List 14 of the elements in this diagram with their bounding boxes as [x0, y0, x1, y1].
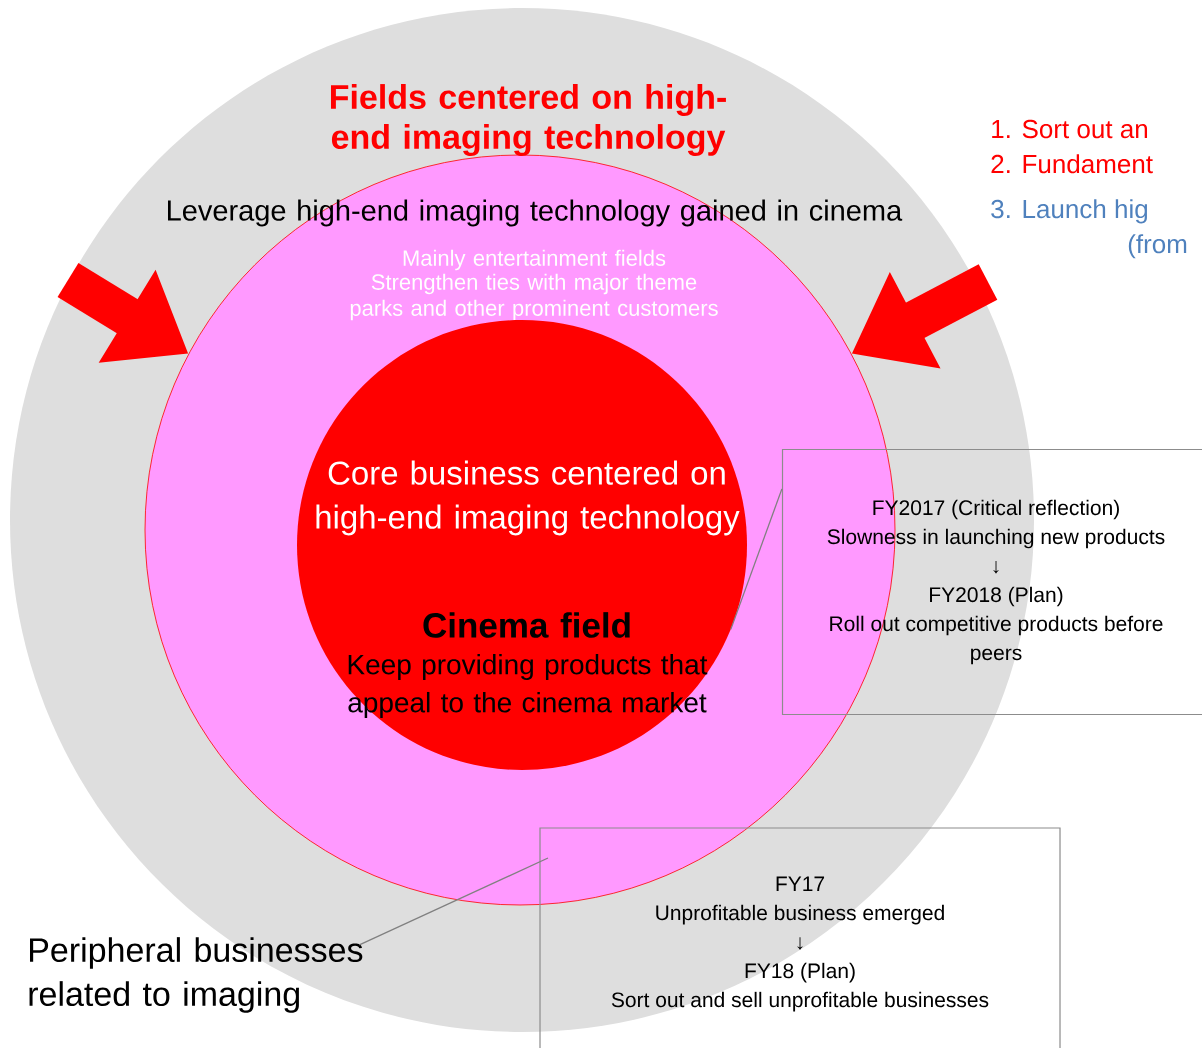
heading: Core business centered on high-end imaging technology [316, 460, 740, 536]
heading: Fields centered on high-end imaging technology [331, 84, 726, 156]
text-box: FY2017 (Critical reflection) Slowness in launching new products ↓ FY2018 (Plan) Roll out competitive products before peers [781, 448, 1202, 716]
text-box: FY17 Unprofitable business emerged ↓ FY18 (Plan) Sort out and sell unprofitable businesses [539, 827, 1061, 1048]
list-item: (from [1128, 234, 1187, 259]
leader-line [358, 857, 549, 946]
text-label: Peripheral businesses related to imaging [29, 937, 363, 1013]
body-text: Mainly entertainment fields [403, 249, 666, 271]
heading: Cinema field [423, 612, 630, 638]
list-item: 1. Sort out an [992, 119, 1147, 139]
list-item: 2. Fundament [991, 154, 1153, 174]
list-item: 3. Launch hig [991, 199, 1148, 224]
body-text: Strengthen ties with major theme parks and other prominent customers [350, 273, 718, 321]
leader-line [730, 488, 783, 630]
